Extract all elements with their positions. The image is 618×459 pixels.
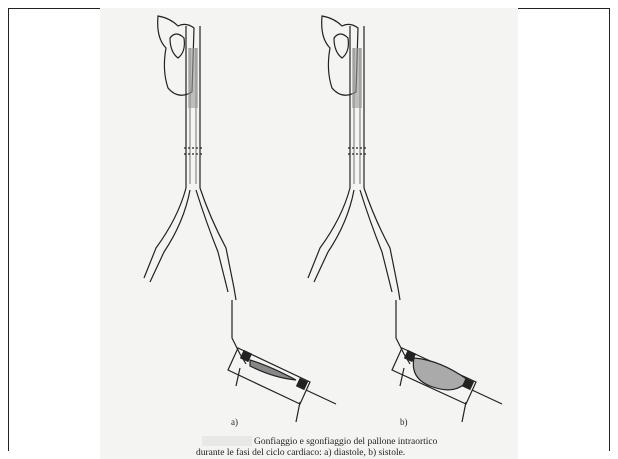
panel-a-pump — [228, 348, 336, 422]
figure-caption-line-2: durante le fasi del ciclo cardiaco: a) d… — [196, 448, 405, 459]
caption-smudge — [202, 436, 252, 446]
panel-b-label: b) — [400, 417, 408, 427]
panel-b-bifurcation — [308, 188, 400, 300]
panel-a-bifurcation — [144, 188, 236, 300]
intra-aortic-balloon-figure — [100, 8, 518, 459]
panel-a-diagram — [144, 16, 336, 422]
panel-a-label: a) — [231, 417, 238, 427]
panel-b-diagram — [308, 16, 502, 422]
figure-caption-line-1: Gonfiaggio e sgonfiaggio del pallone int… — [254, 437, 437, 448]
panel-b-pump — [392, 348, 502, 422]
